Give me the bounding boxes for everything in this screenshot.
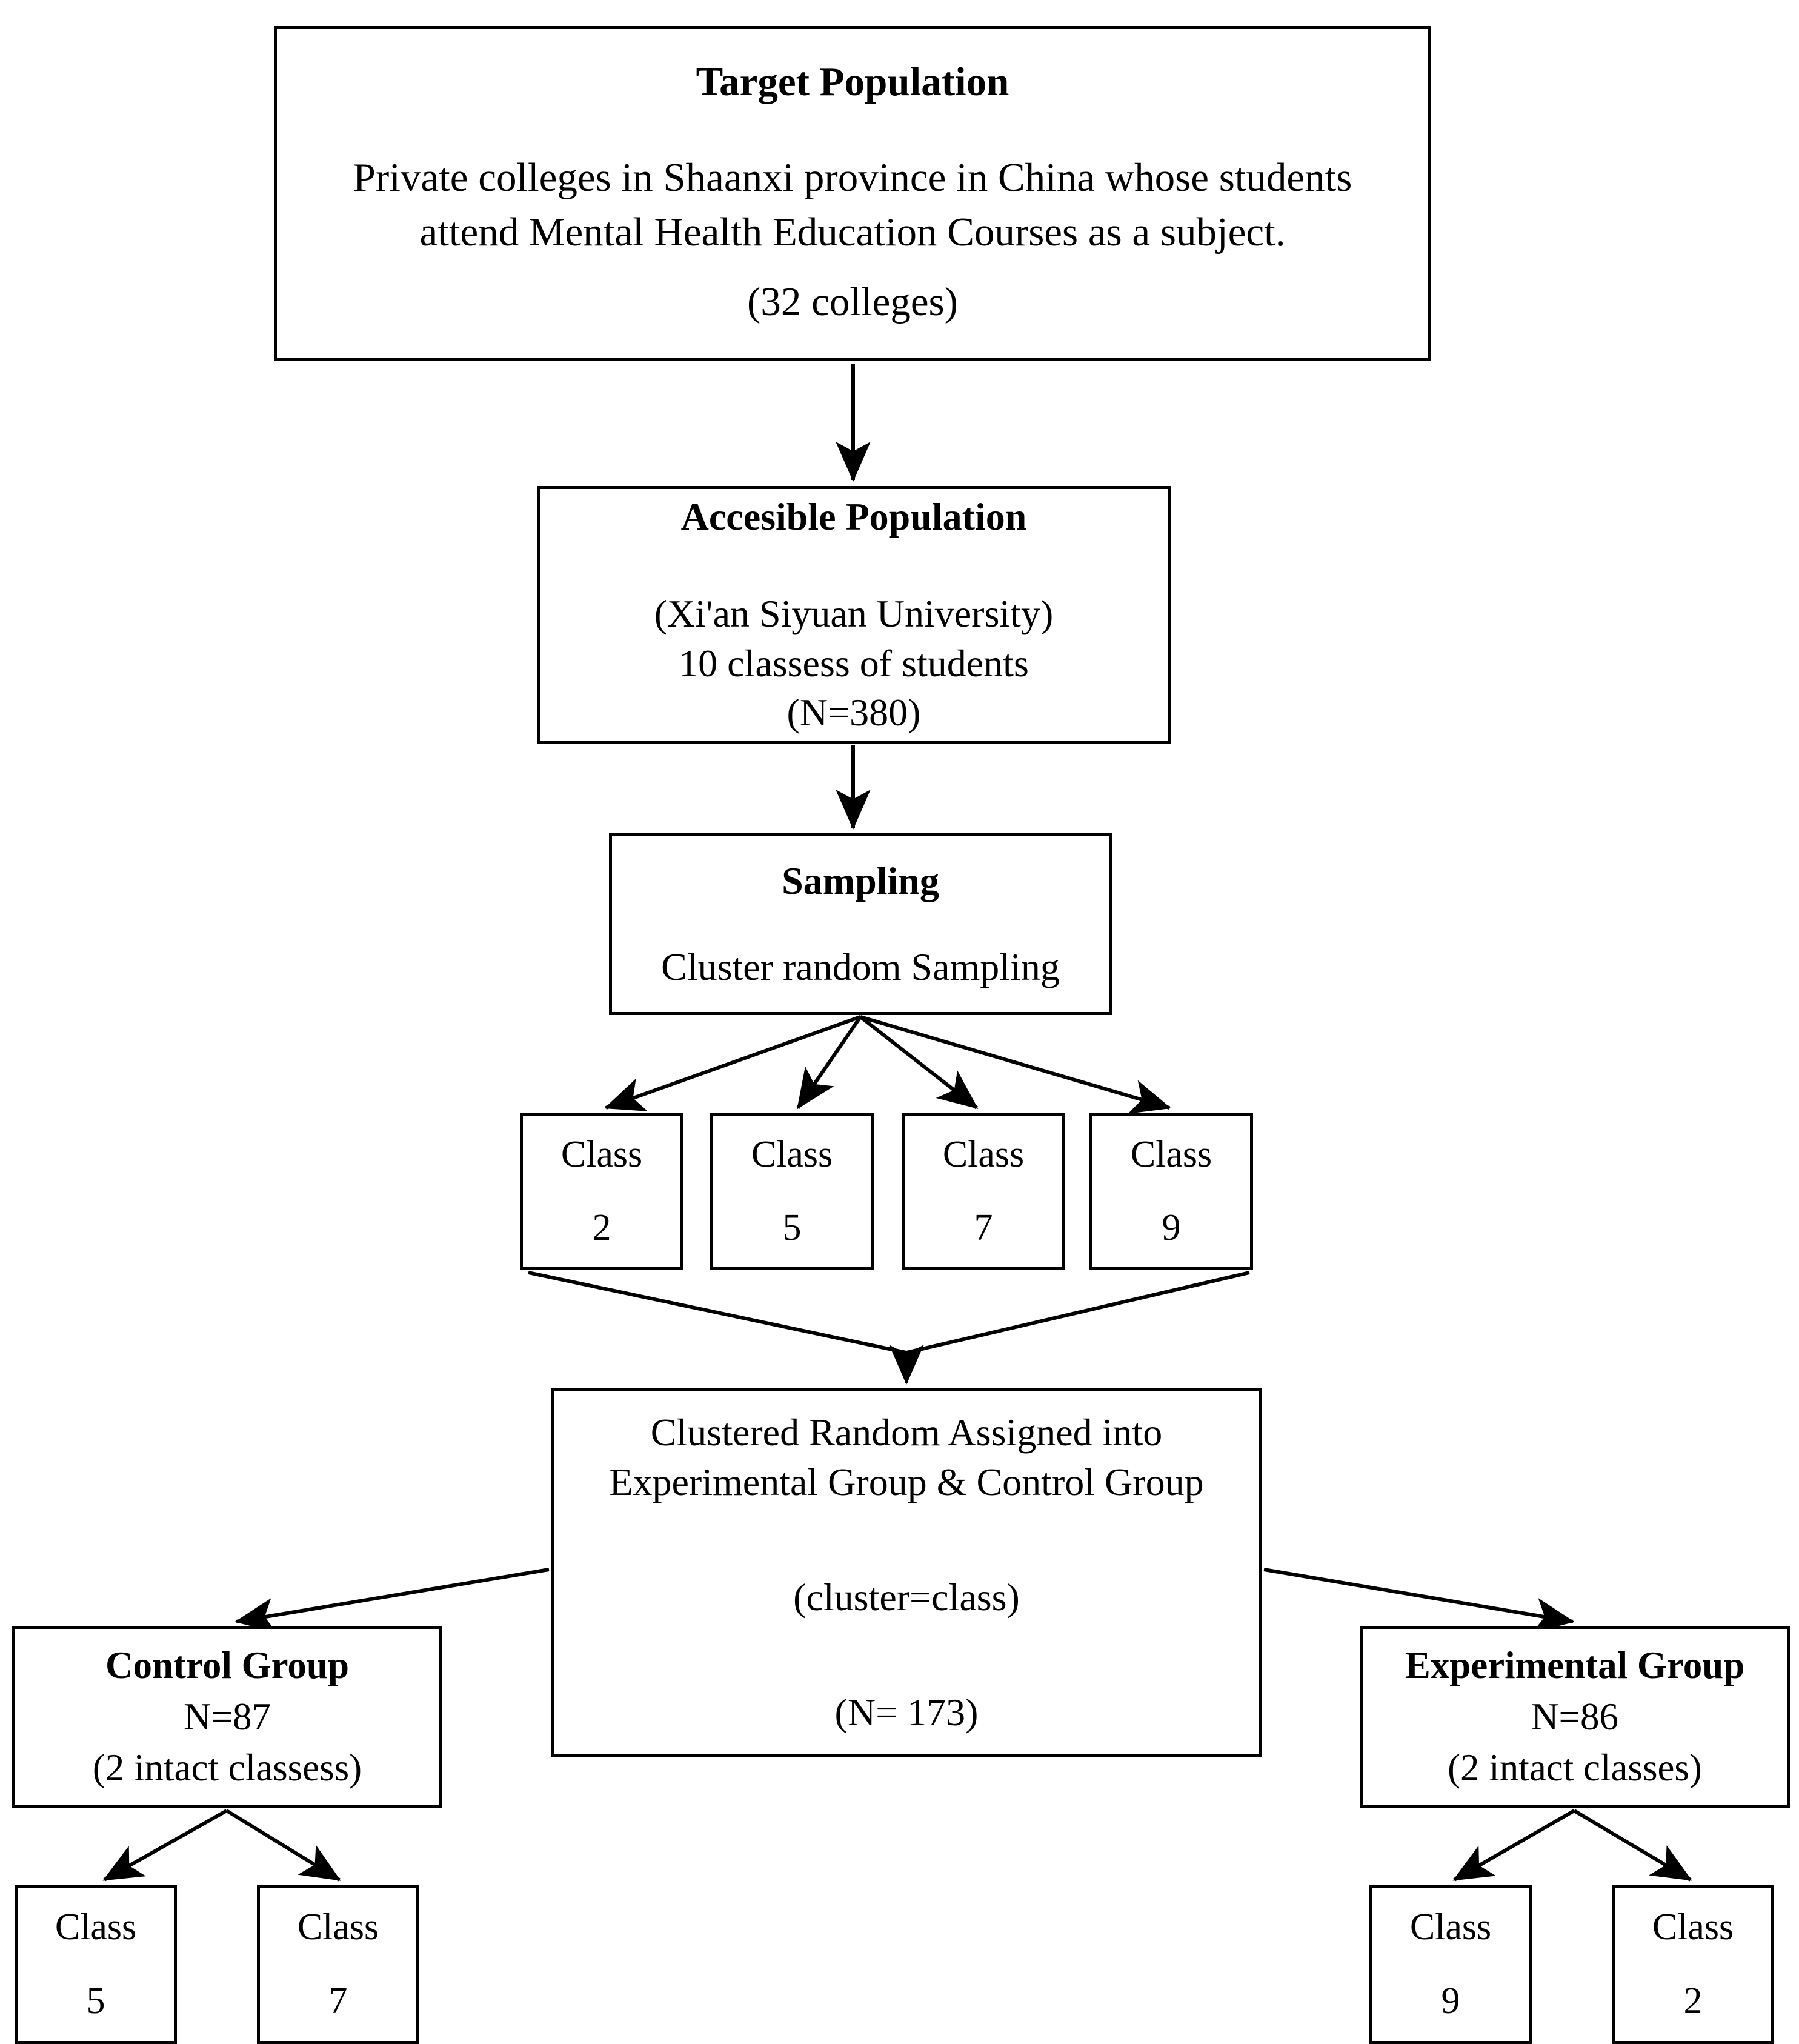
experimental-group-line-1: N=86 — [1531, 1695, 1619, 1738]
edge-control-to-class-5 — [102, 1809, 228, 1882]
experimental-class-2-number: 2 — [1683, 1980, 1703, 2022]
edge-control-to-class-7 — [225, 1809, 341, 1882]
node-sampled-class-5: Class 5 — [710, 1113, 874, 1270]
node-control-class-7: Class 7 — [257, 1885, 419, 2044]
node-sampling: Sampling Cluster random Sampling — [609, 833, 1112, 1015]
control-group-line-2: (2 intact classess) — [92, 1746, 362, 1789]
experimental-class-9-label: Class — [1409, 1906, 1492, 1948]
node-experimental-class-2: Class 2 — [1612, 1885, 1774, 2044]
sampled-class-7-number: 7 — [974, 1207, 993, 1248]
target-population-line-1: Private colleges in Shaanxi province in … — [353, 155, 1352, 200]
target-population-line-3: (32 colleges) — [747, 279, 958, 325]
edge-classes-merge-to-assignment — [528, 1271, 1250, 1385]
control-group-heading: Control Group — [105, 1644, 349, 1687]
node-sampled-class-2: Class 2 — [520, 1113, 683, 1270]
experimental-class-9-number: 9 — [1441, 1980, 1460, 2022]
node-control-class-5: Class 5 — [15, 1885, 177, 2044]
sampled-class-5-number: 5 — [782, 1207, 802, 1248]
sampled-class-9-label: Class — [1130, 1133, 1212, 1175]
sampling-heading: Sampling — [782, 859, 939, 903]
sampled-class-7-label: Class — [942, 1133, 1025, 1175]
experimental-group-line-2: (2 intact classes) — [1448, 1746, 1702, 1789]
control-class-5-number: 5 — [86, 1980, 105, 2022]
sampled-class-5-label: Class — [751, 1133, 833, 1175]
sampled-class-2-number: 2 — [592, 1207, 611, 1248]
edge-assignment-to-experimental-group — [1263, 1568, 1575, 1633]
sampled-class-2-label: Class — [560, 1133, 643, 1175]
node-sampled-class-7: Class 7 — [902, 1113, 1065, 1270]
node-target-population: Target Population Private colleges in Sh… — [274, 26, 1431, 361]
edge-experimental-to-class-2 — [1573, 1809, 1692, 1882]
accessible-population-line-2: 10 classess of students — [679, 641, 1029, 685]
edge-sampling-to-class-7 — [859, 1015, 979, 1110]
assignment-line-4: (N= 173) — [834, 1690, 979, 1734]
edge-sampling-to-class-9 — [860, 1015, 1171, 1114]
node-random-assignment: Clustered Random Assigned into Experimen… — [551, 1388, 1262, 1757]
sampled-class-9-number: 9 — [1162, 1207, 1181, 1248]
edge-assignment-to-control-group — [234, 1568, 550, 1633]
control-class-7-number: 7 — [328, 1980, 348, 2022]
control-group-line-1: N=87 — [183, 1695, 271, 1738]
assignment-line-3: (cluster=class) — [793, 1576, 1020, 1619]
assignment-line-2: Experimental Group & Control Group — [609, 1460, 1204, 1504]
accessible-population-heading: Accesible Population — [680, 494, 1027, 538]
control-class-5-label: Class — [55, 1906, 137, 1948]
target-population-line-2: attend Mental Health Education Courses a… — [419, 209, 1286, 255]
accessible-population-line-3: (N=380) — [786, 691, 921, 734]
node-accessible-population: Accesible Population (Xi'an Siyuan Unive… — [537, 486, 1171, 744]
edge-sampling-to-class-5 — [796, 1016, 862, 1110]
target-population-heading: Target Population — [696, 59, 1009, 104]
node-sampled-class-9: Class 9 — [1089, 1113, 1253, 1270]
node-experimental-class-9: Class 9 — [1369, 1885, 1532, 2044]
control-class-7-label: Class — [297, 1906, 379, 1948]
edge-sampling-to-class-2 — [604, 1015, 862, 1111]
experimental-group-heading: Experimental Group — [1405, 1644, 1745, 1687]
node-control-group: Control Group N=87 (2 intact classess) — [12, 1626, 442, 1808]
experimental-class-2-label: Class — [1652, 1906, 1734, 1948]
accessible-population-line-1: (Xi'an Siyuan University) — [654, 591, 1054, 635]
sampling-line-1: Cluster random Sampling — [661, 945, 1060, 988]
node-experimental-group: Experimental Group N=86 (2 intact classe… — [1360, 1626, 1790, 1808]
assignment-line-1: Clustered Random Assigned into — [650, 1411, 1163, 1454]
edge-experimental-to-class-9 — [1452, 1809, 1575, 1882]
